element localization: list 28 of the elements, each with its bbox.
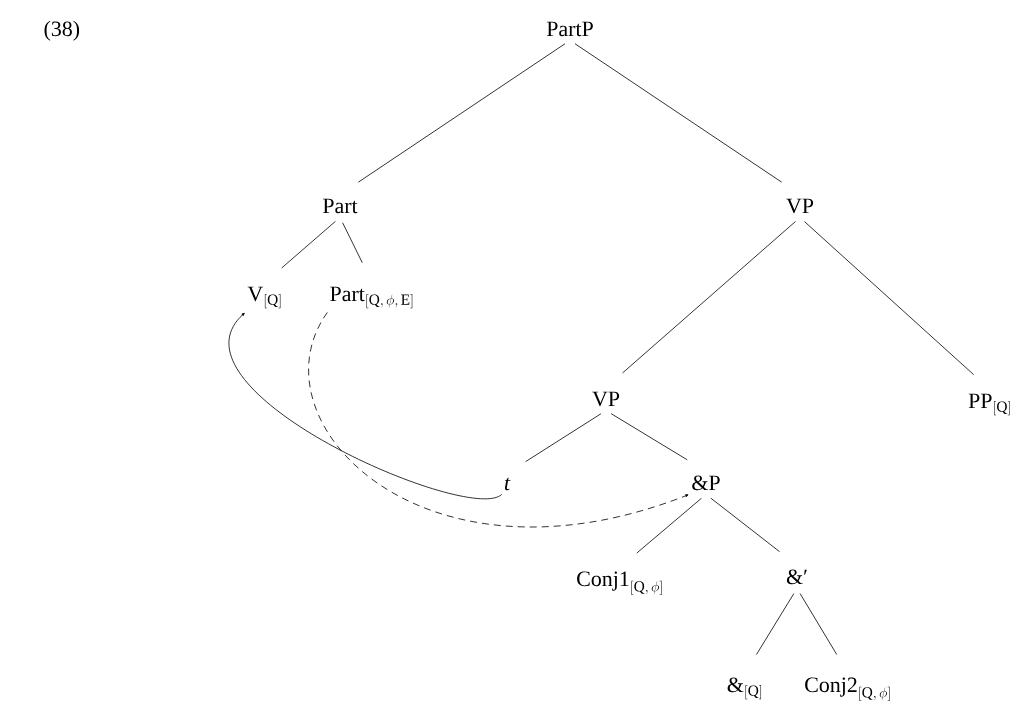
tree-label: Part [323, 198, 358, 214]
tree-label: $\mathrm{\&}_{[\mathrm{Q}]}$ [727, 677, 762, 700]
tree-label: $\mathrm{Conj1}_{[\mathrm{Q},\, \phi]}$ [577, 571, 662, 595]
tree-branch [342, 222, 363, 264]
tree-label: &′ [786, 569, 807, 585]
tree-branch [525, 413, 602, 463]
example-number: (38) [44, 20, 80, 41]
tree-label: PartP [546, 21, 593, 37]
tree-label: $\mathrm{V}_{[\mathrm{Q}]}$ [247, 286, 281, 309]
tree-branch [804, 221, 975, 376]
tree-label: $\mathrm{Conj2}_{[\mathrm{Q},\, \phi]}$ [805, 677, 890, 701]
tree-branch [281, 220, 336, 269]
tree-branch [574, 43, 783, 183]
tree-label: $\mathrm{PP}_{[\mathrm{Q}]}$ [968, 393, 1010, 416]
tree-label: t [504, 477, 511, 491]
tree-branch [799, 593, 838, 655]
movement-arrow [229, 312, 503, 500]
tree-label: $\mathrm{Part}_{[\mathrm{Q},\, \phi,\, \mathrm{E}]}$ [330, 286, 413, 309]
tree-branch [357, 43, 566, 183]
tree-branch [610, 413, 688, 461]
tree-label: VP [592, 391, 620, 407]
tree-branch [756, 593, 795, 655]
tree-label: &P [692, 475, 720, 491]
tree-branch [710, 497, 781, 553]
tree-label: VP [786, 198, 814, 214]
tree-branch [636, 497, 702, 554]
movement-arrow [308, 312, 689, 527]
tree-branch [622, 221, 796, 374]
